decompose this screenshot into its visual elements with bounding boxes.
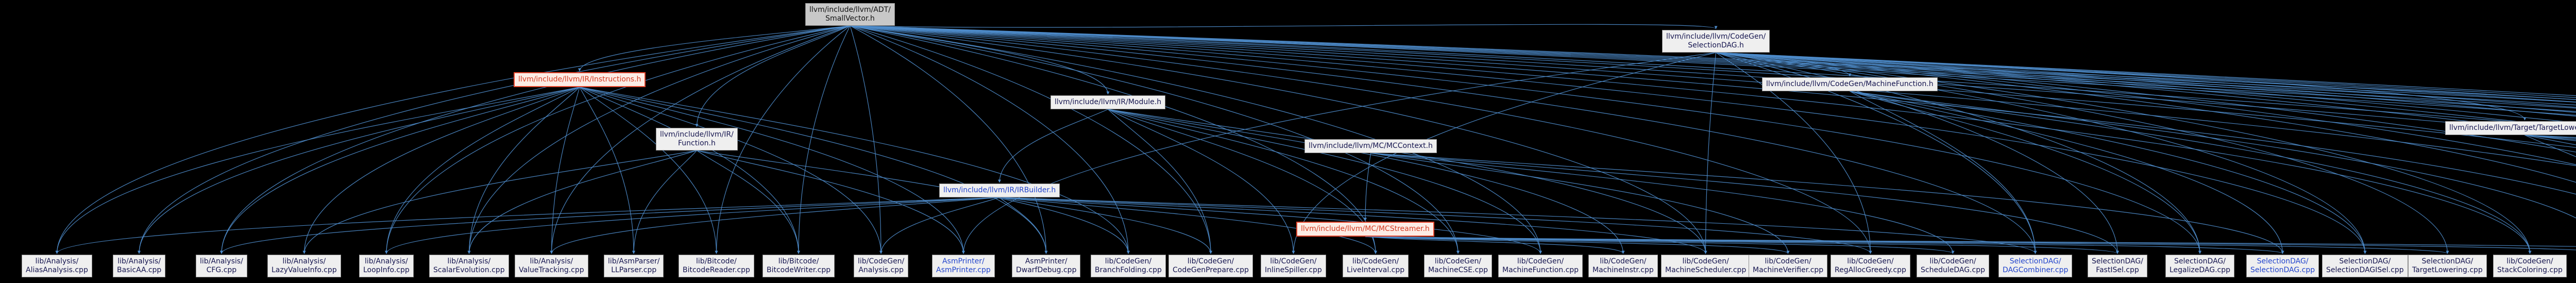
graph-node-b3[interactable]: lib/Analysis/ LazyValueInfo.cpp bbox=[267, 255, 341, 277]
graph-node-b7[interactable]: lib/AsmParser/ LLParser.cpp bbox=[604, 255, 664, 277]
graph-node-b0[interactable]: lib/Analysis/ AliasAnalysis.cpp bbox=[22, 255, 92, 277]
graph-node-b2[interactable]: lib/Analysis/ CFG.cpp bbox=[196, 255, 247, 277]
graph-node-b6[interactable]: lib/Analysis/ ValueTracking.cpp bbox=[515, 255, 588, 277]
graph-node-b14[interactable]: lib/CodeGen/ CodeGenPrepare.cpp bbox=[1168, 255, 1253, 277]
graph-node-b15[interactable]: lib/CodeGen/ InlineSpiller.cpp bbox=[1261, 255, 1326, 277]
graph-node-b19[interactable]: lib/CodeGen/ MachineInstr.cpp bbox=[1588, 255, 1658, 277]
graph-node-b20[interactable]: lib/CodeGen/ MachineScheduler.cpp bbox=[1661, 255, 1751, 277]
graph-node-b13[interactable]: lib/CodeGen/ BranchFolding.cpp bbox=[1091, 255, 1166, 277]
graph-node-b1[interactable]: lib/Analysis/ BasicAA.cpp bbox=[113, 255, 166, 277]
graph-node-mcstreamer_h[interactable]: llvm/include/llvm/MC/MCStreamer.h bbox=[1296, 222, 1434, 237]
graph-node-b11[interactable]: AsmPrinter/ AsmPrinter.cpp bbox=[932, 255, 995, 277]
graph-node-b4[interactable]: lib/Analysis/ LoopInfo.cpp bbox=[359, 255, 414, 277]
graph-node-b8[interactable]: lib/Bitcode/ BitcodeReader.cpp bbox=[679, 255, 754, 277]
graph-node-module_h[interactable]: llvm/include/llvm/IR/Module.h bbox=[1050, 95, 1166, 109]
graph-node-b28[interactable]: SelectionDAG/ SelectionDAGISel.cpp bbox=[2322, 255, 2408, 277]
graph-node-mccontext_h[interactable]: llvm/include/llvm/MC/MCContext.h bbox=[1304, 139, 1437, 153]
graph-node-b17[interactable]: lib/CodeGen/ MachineCSE.cpp bbox=[1424, 255, 1493, 277]
graph-node-b26[interactable]: SelectionDAG/ LegalizeDAG.cpp bbox=[2165, 255, 2235, 277]
graph-node-b5[interactable]: lib/Analysis/ ScalarEvolution.cpp bbox=[429, 255, 509, 277]
graph-node-b9[interactable]: lib/Bitcode/ BitcodeWriter.cpp bbox=[762, 255, 835, 277]
graph-node-b16[interactable]: lib/CodeGen/ LiveInterval.cpp bbox=[1343, 255, 1409, 277]
graph-node-b24[interactable]: SelectionDAG/ DAGCombiner.cpp bbox=[1998, 255, 2073, 277]
graph-node-targetlowering_h[interactable]: llvm/include/llvm/Target/TargetLowering.… bbox=[2445, 121, 2576, 135]
graph-node-b10[interactable]: lib/CodeGen/ Analysis.cpp bbox=[854, 255, 909, 277]
graph-node-instructions_h[interactable]: llvm/include/llvm/IR/Instructions.h bbox=[514, 72, 646, 87]
graph-node-b23[interactable]: lib/CodeGen/ ScheduleDAG.cpp bbox=[1917, 255, 1989, 277]
graph-node-irbuilder_h[interactable]: llvm/include/llvm/IR/IRBuilder.h bbox=[939, 184, 1060, 197]
graph-node-b18[interactable]: lib/CodeGen/ MachineFunction.cpp bbox=[1498, 255, 1583, 277]
graph-node-root[interactable]: llvm/include/llvm/ADT/ SmallVector.h bbox=[805, 3, 895, 26]
graph-node-b29[interactable]: SelectionDAG/ TargetLowering.cpp bbox=[2408, 255, 2487, 277]
graph-node-b25[interactable]: SelectionDAG/ FastISel.cpp bbox=[2088, 255, 2147, 277]
graph-node-selectiondag_h[interactable]: llvm/include/llvm/CodeGen/ SelectionDAG.… bbox=[1662, 30, 1770, 53]
graph-node-b22[interactable]: lib/CodeGen/ RegAllocGreedy.cpp bbox=[1831, 255, 1910, 277]
graph-node-machinefunction_h[interactable]: llvm/include/llvm/CodeGen/MachineFunctio… bbox=[1762, 77, 1938, 91]
graph-node-b12[interactable]: AsmPrinter/ DwarfDebug.cpp bbox=[1012, 255, 1081, 277]
graph-node-function_h[interactable]: llvm/include/llvm/IR/ Function.h bbox=[656, 128, 738, 151]
graph-node-b21[interactable]: lib/CodeGen/ MachineVerifier.cpp bbox=[1749, 255, 1828, 277]
graph-node-b27[interactable]: SelectionDAG/ SelectionDAG.cpp bbox=[2246, 255, 2319, 277]
graph-node-b30[interactable]: lib/CodeGen/ StackColoring.cpp bbox=[2493, 255, 2567, 277]
